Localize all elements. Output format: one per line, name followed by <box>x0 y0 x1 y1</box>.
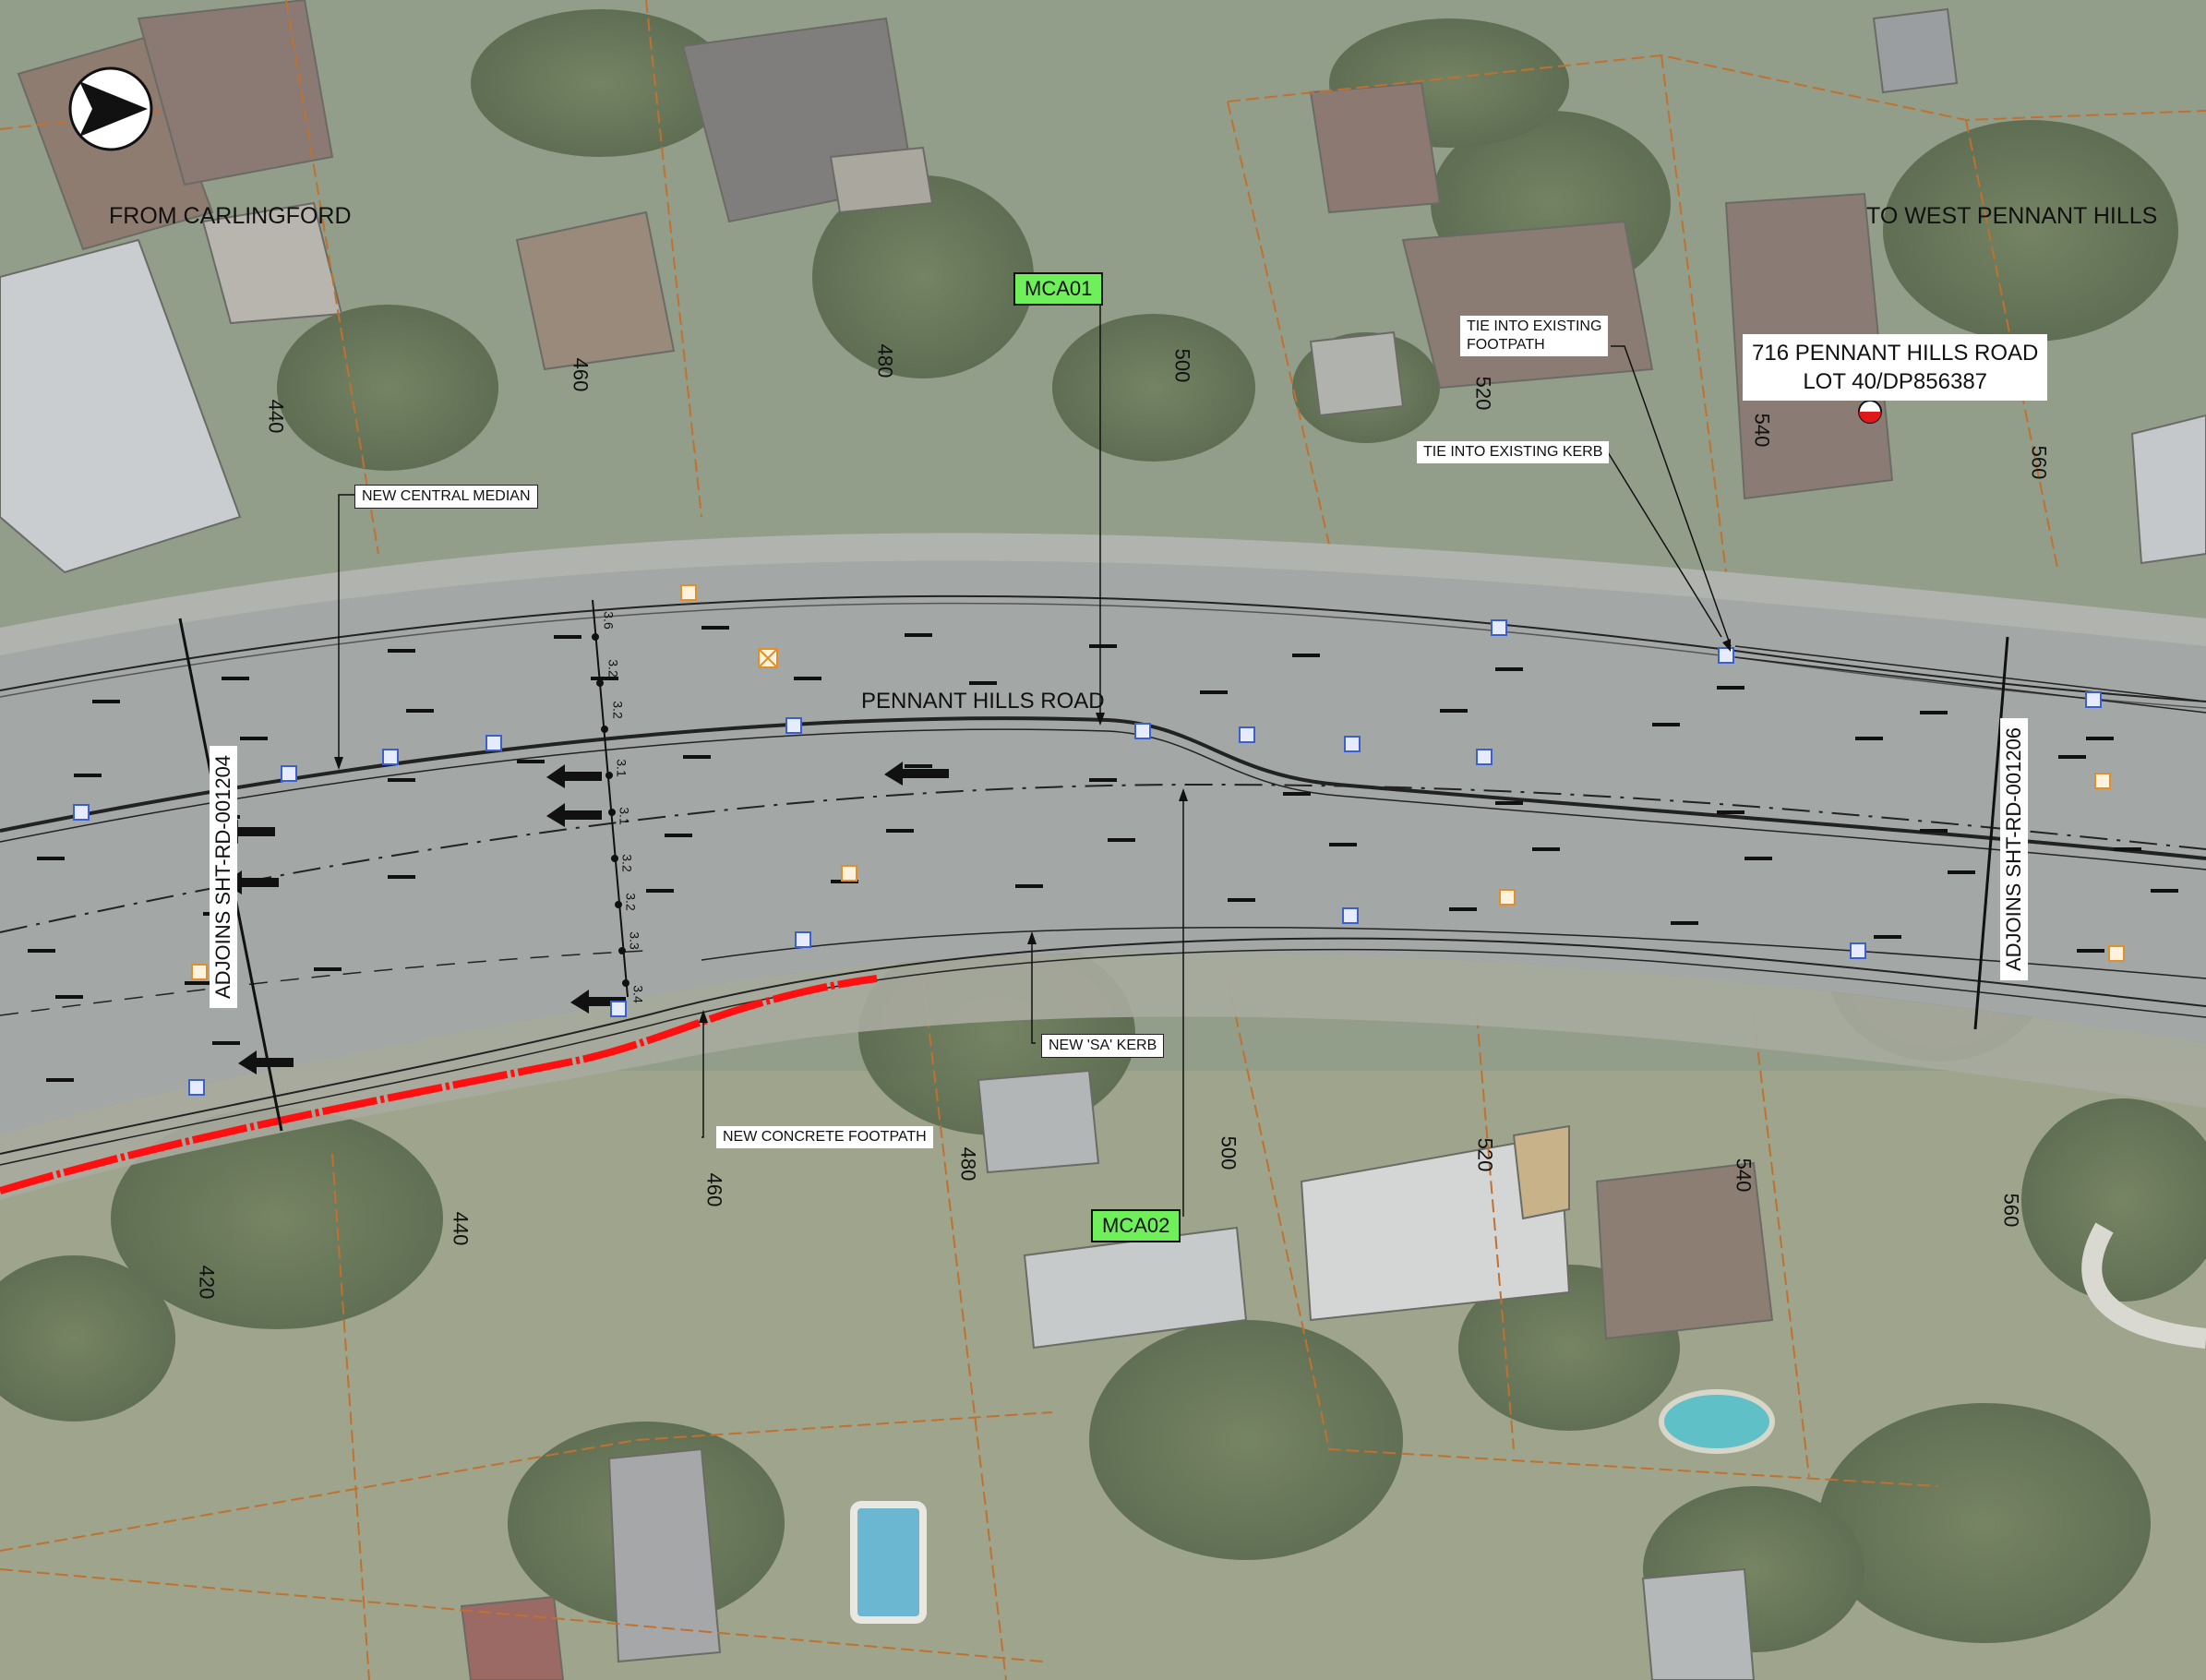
chainage-bottom-420: 420 <box>195 1265 219 1300</box>
kerb-lines <box>0 594 2206 1166</box>
driveway <box>2081 1222 2206 1349</box>
lane-width-8: 3.3 <box>627 931 642 950</box>
lane-markings <box>28 626 2178 1082</box>
lane-width-2: 3.2 <box>605 659 621 678</box>
callout-sa-kerb: NEW 'SA' KERB <box>1041 1034 1165 1058</box>
callout-footpath-tie: TIE INTO EXISTING FOOTPATH <box>1460 316 1609 356</box>
chainage-bottom-520: 520 <box>1473 1137 1497 1172</box>
callout-concrete-footpath: NEW CONCRETE FOOTPATH <box>716 1126 933 1148</box>
callout-central-median: NEW CENTRAL MEDIAN <box>354 485 538 509</box>
chainage-top-440: 440 <box>264 399 288 434</box>
chainage-top-560: 560 <box>2027 445 2051 480</box>
drainage-pits <box>191 584 2125 980</box>
lane-width-9: 3.4 <box>630 985 646 1003</box>
chainage-top-500: 500 <box>1170 348 1194 383</box>
chainage-bottom-460: 460 <box>702 1172 726 1207</box>
road-carriageway <box>0 547 2206 1135</box>
lane-width-3: 3.2 <box>610 701 626 719</box>
to-direction-label: TO WEST PENNANT HILLS <box>1866 203 2158 229</box>
lane-width-1: 3.6 <box>601 611 617 630</box>
north-arrow-icon <box>68 66 153 151</box>
turn-arrows <box>220 762 949 1074</box>
chainage-top-460: 460 <box>569 357 593 392</box>
chainage-top-540: 540 <box>1750 413 1774 448</box>
marker-mca01[interactable]: MCA01 <box>1013 272 1104 306</box>
from-direction-label: FROM CARLINGFORD <box>109 203 352 229</box>
new-concrete-footpath-line <box>0 975 878 1194</box>
lane-width-5: 3.1 <box>617 807 632 825</box>
leader-arrowheads <box>334 639 1731 1023</box>
swimming-pool-round <box>1659 1389 1775 1454</box>
chainage-top-520: 520 <box>1471 376 1495 411</box>
north-label: N <box>79 101 89 114</box>
property-address: 716 PENNANT HILLS ROAD <box>1752 341 2039 366</box>
property-lot-label: 716 PENNANT HILLS ROAD LOT 40/DP856387 <box>1743 334 2048 402</box>
property-location-icon <box>1858 400 1882 424</box>
road-verge-north <box>0 533 2206 655</box>
chainage-bottom-540: 540 <box>1732 1158 1756 1193</box>
lane-width-4: 3.1 <box>614 759 629 777</box>
chainage-bottom-500: 500 <box>1217 1135 1241 1170</box>
lane-width-6: 3.2 <box>619 854 635 872</box>
road-verge-south <box>0 952 2206 1200</box>
chainage-bottom-440: 440 <box>449 1211 473 1246</box>
callout-footpath-tie-line1: TIE INTO EXISTING <box>1467 318 1602 334</box>
swimming-pool <box>850 1501 927 1624</box>
chainage-bottom-480: 480 <box>956 1146 980 1182</box>
adjoin-label-west[interactable]: ADJOINS SHT-RD-001204 <box>210 745 238 1009</box>
lane-width-dimension <box>592 599 629 998</box>
chainage-top-480: 480 <box>873 343 897 378</box>
callout-kerb-tie: TIE INTO EXISTING KERB <box>1417 441 1610 463</box>
utility-pits <box>73 619 2102 1096</box>
road-name-label: PENNANT HILLS ROAD <box>861 689 1105 714</box>
marker-mca02[interactable]: MCA02 <box>1091 1209 1181 1242</box>
callout-footpath-tie-line2: FOOTPATH <box>1467 337 1545 353</box>
property-lot-number: LOT 40/DP856387 <box>1803 369 1988 395</box>
chainage-bottom-560: 560 <box>1999 1193 2023 1228</box>
adjoin-label-east[interactable]: ADJOINS SHT-RD-001206 <box>2000 717 2029 981</box>
lane-width-7: 3.2 <box>623 893 639 911</box>
